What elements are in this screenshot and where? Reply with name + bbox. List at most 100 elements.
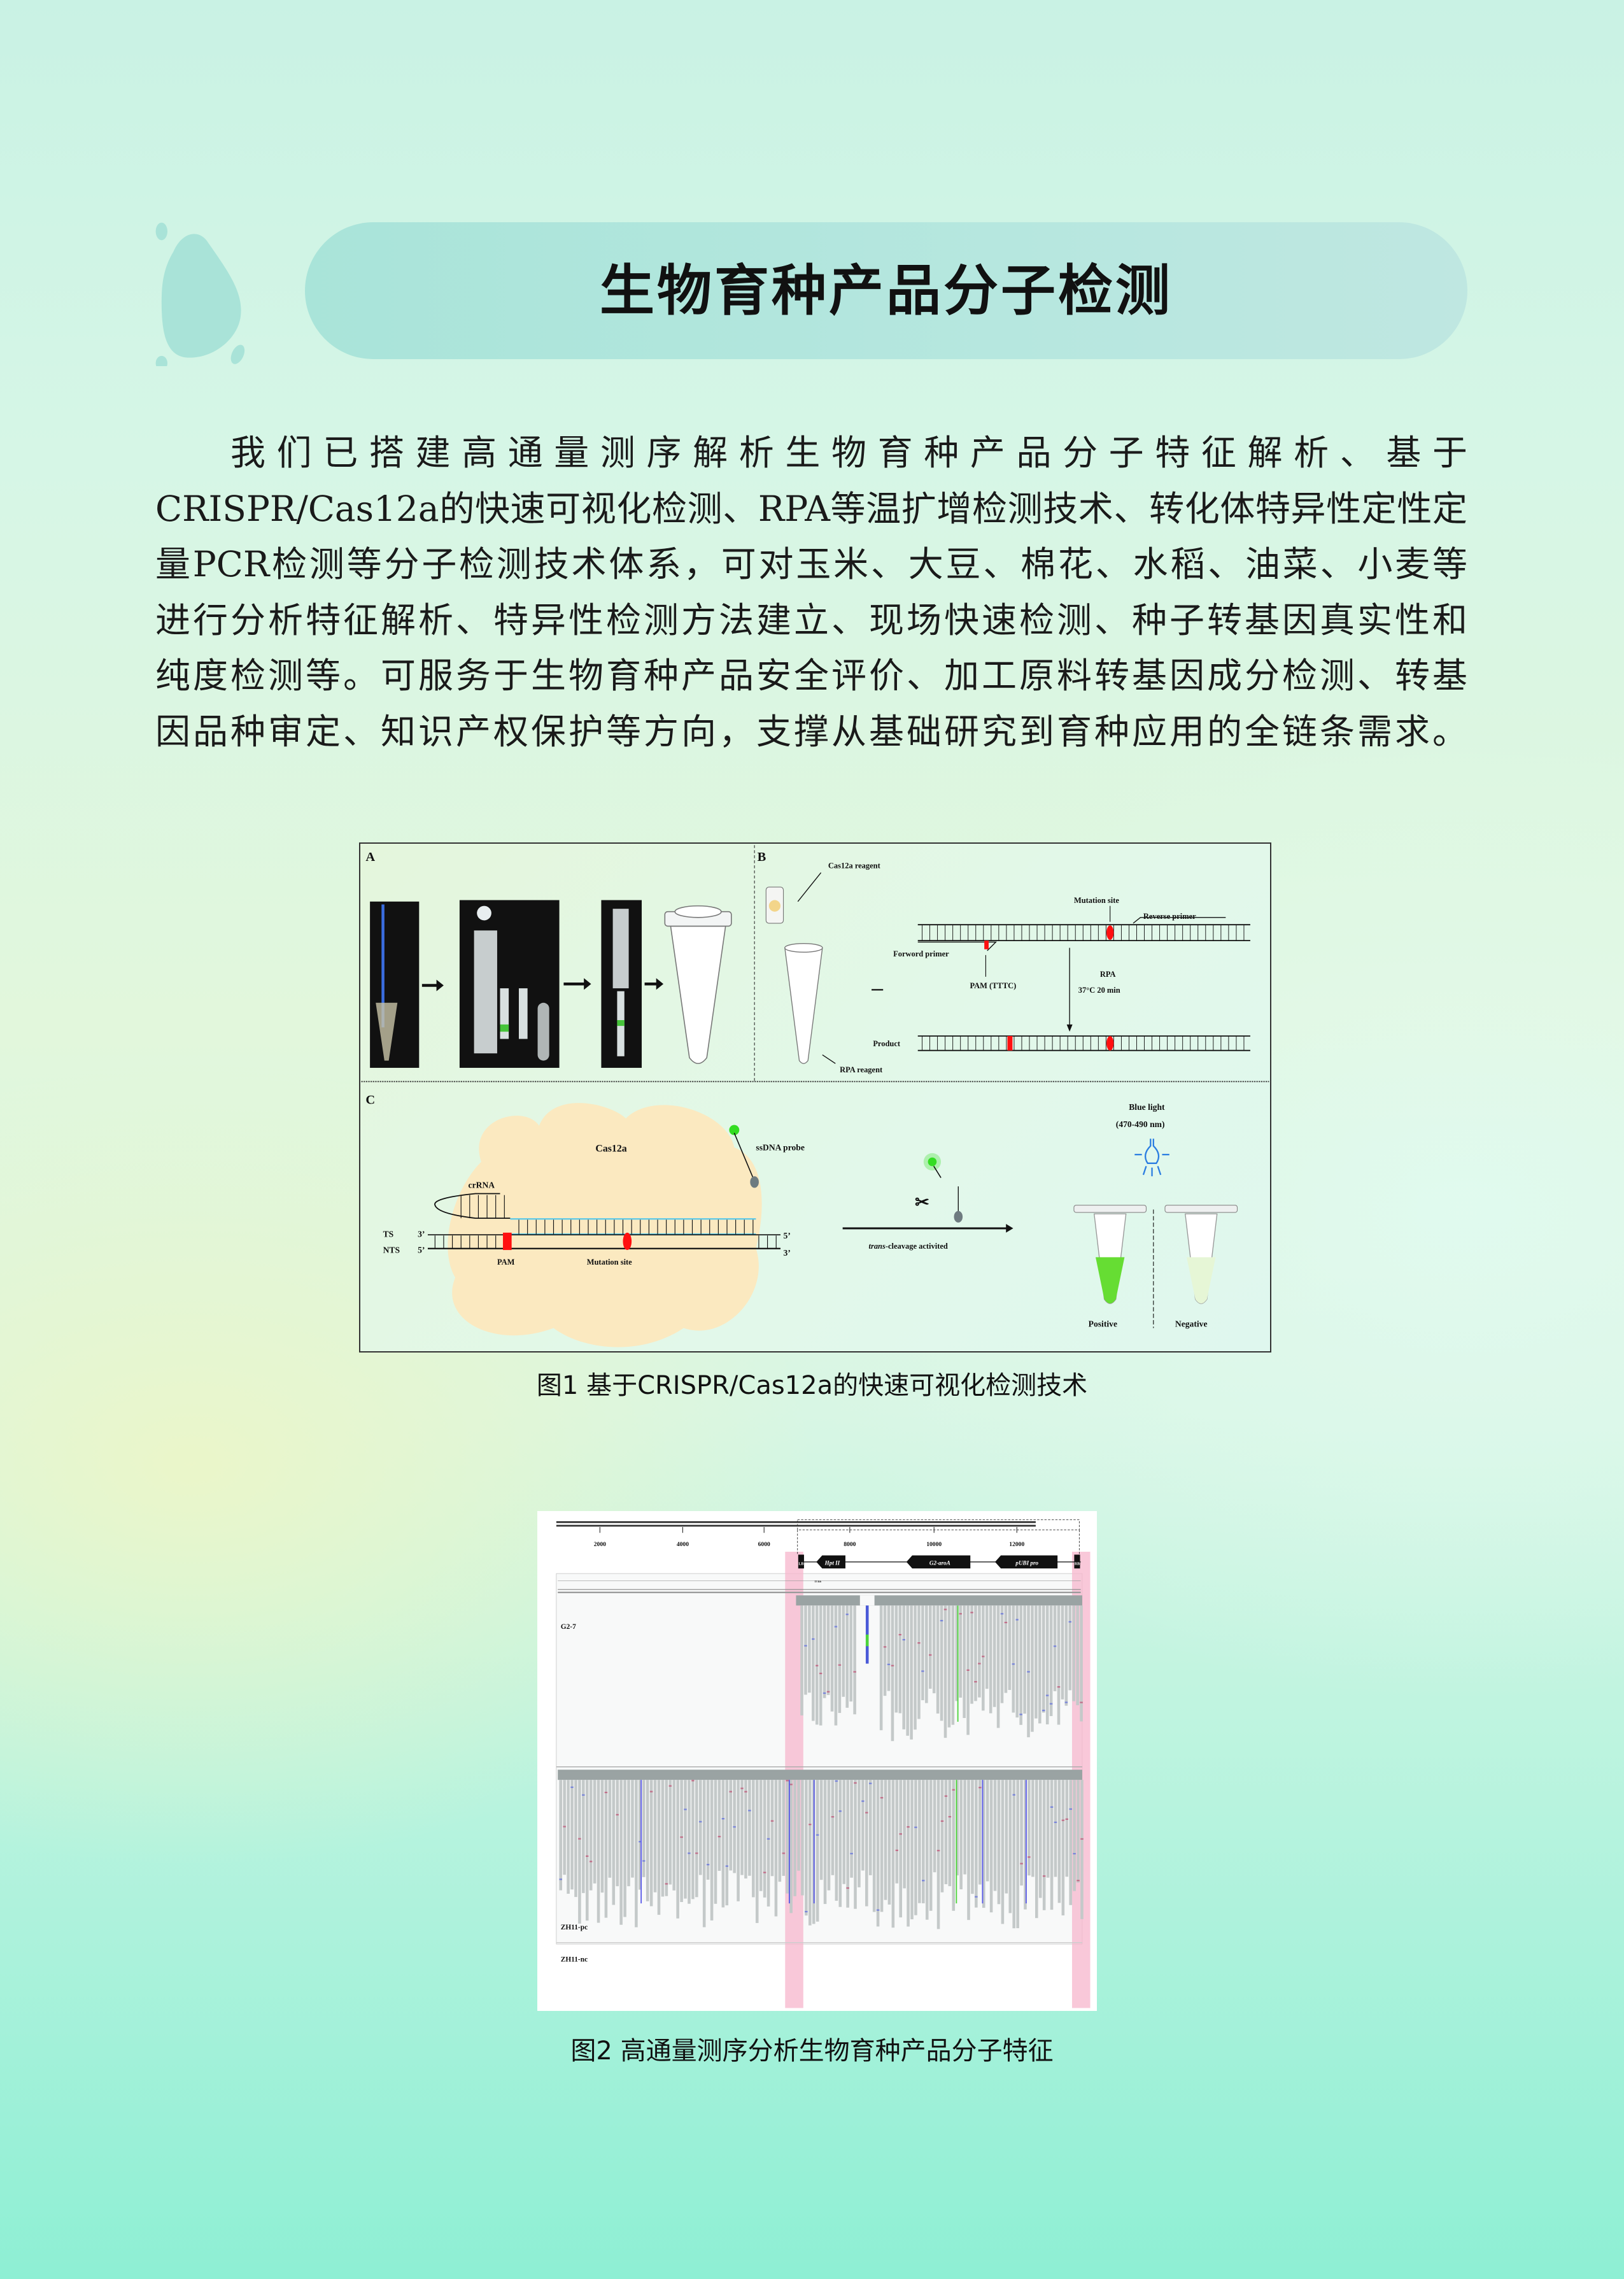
ruler-tick-label: 10000 — [926, 1541, 942, 1548]
read-column — [955, 1605, 959, 1701]
svg-text:5’: 5’ — [418, 1246, 425, 1255]
read-column — [1034, 1605, 1038, 1719]
read-column — [627, 1780, 630, 1887]
mismatch-mark — [1012, 1663, 1015, 1665]
read-column — [879, 1605, 883, 1731]
mutation-marker — [1106, 1035, 1114, 1051]
pam-label: PAM — [497, 1258, 515, 1267]
read-column — [936, 1605, 940, 1714]
track-label-zh11-pc: ZH11-pc — [561, 1924, 588, 1931]
read-column — [782, 1780, 786, 1876]
read-column — [948, 1780, 952, 1887]
read-column — [944, 1780, 948, 1884]
mismatch-mark — [1050, 1806, 1054, 1808]
mismatch-mark — [616, 1814, 619, 1816]
mismatch-mark — [812, 1638, 815, 1640]
read-column — [1027, 1780, 1031, 1876]
ruler-tick-label: 4000 — [677, 1541, 689, 1548]
read-column — [717, 1780, 721, 1871]
mismatch-mark — [1019, 1714, 1022, 1715]
rpa-tube-icon — [784, 947, 823, 1064]
mismatch-mark — [838, 1810, 842, 1812]
read-column — [906, 1605, 909, 1736]
read-column — [963, 1605, 966, 1718]
mismatch-mark — [819, 1672, 823, 1675]
panel-a: A — [365, 850, 732, 1068]
read-column — [1023, 1605, 1026, 1714]
read-column — [989, 1605, 992, 1714]
read-column — [1077, 1780, 1080, 1883]
read-column — [1031, 1605, 1034, 1732]
mismatch-mark — [865, 1812, 868, 1814]
svg-text:3’: 3’ — [418, 1230, 425, 1239]
read-column — [823, 1605, 826, 1698]
variant-column — [789, 1780, 790, 1904]
trans-cleavage-label: trans-cleavage activited — [869, 1242, 948, 1251]
mismatch-mark — [834, 1626, 838, 1628]
mismatch-mark — [786, 1780, 789, 1782]
read-column — [943, 1605, 947, 1738]
dna-template — [917, 924, 1250, 942]
mismatch-mark — [1065, 1818, 1069, 1820]
mismatch-mark — [978, 1663, 981, 1665]
read-column — [676, 1780, 679, 1919]
read-column — [570, 1780, 574, 1890]
positive-label: Positive — [1089, 1319, 1117, 1328]
mismatch-mark — [1045, 1694, 1049, 1696]
mismatch-mark — [854, 1782, 857, 1784]
read-column — [982, 1780, 985, 1908]
crrna-label: crRNA — [469, 1180, 495, 1189]
read-column — [1042, 1780, 1046, 1910]
read-column — [894, 1605, 898, 1713]
read-column — [910, 1605, 913, 1740]
read-column — [922, 1780, 925, 1903]
svg-text:G2-aroA: G2-aroA — [929, 1559, 950, 1566]
mismatch-mark — [887, 1663, 891, 1665]
variant-column — [640, 1780, 642, 1904]
cas12a-protein-shape — [448, 1103, 762, 1347]
mismatch-mark — [1053, 1645, 1057, 1647]
read-column — [616, 1780, 619, 1887]
mismatch-mark — [1080, 1701, 1083, 1703]
read-column — [786, 1780, 789, 1894]
paragraph-line: 因品种审定、知识产权保护等方向，支撑从基础研究到育种应用的全链条需求。 — [155, 711, 1467, 752]
read-column — [1031, 1780, 1034, 1877]
read-column — [831, 1780, 835, 1875]
read-column — [684, 1780, 687, 1899]
read-column — [1038, 1605, 1041, 1724]
read-column — [1050, 1780, 1054, 1910]
read-column — [725, 1780, 729, 1906]
read-column — [975, 1780, 978, 1908]
coverage-track — [796, 1595, 1082, 1606]
mismatch-mark — [725, 1865, 729, 1867]
mutation-site-label: Mutation site — [587, 1258, 632, 1267]
rpa-conditions-label: 37°C 20 min — [1078, 986, 1120, 995]
read-column — [759, 1780, 763, 1891]
read-column — [978, 1780, 982, 1885]
mismatch-mark — [665, 1883, 668, 1885]
read-column — [642, 1780, 646, 1877]
mismatch-mark — [770, 1820, 774, 1822]
mismatch-mark — [944, 1795, 948, 1797]
mismatch-mark — [698, 1821, 702, 1823]
mismatch-mark — [721, 1818, 725, 1820]
read-column — [567, 1780, 570, 1894]
read-column — [985, 1780, 989, 1882]
mismatch-mark — [1027, 1671, 1030, 1673]
mismatch-mark — [826, 1691, 830, 1693]
read-column — [714, 1780, 717, 1904]
read-column — [737, 1780, 740, 1901]
read-column — [748, 1780, 751, 1876]
dna-product — [917, 1035, 1250, 1051]
read-column — [763, 1780, 766, 1898]
mutation-marker — [1106, 925, 1114, 940]
read-column — [672, 1780, 676, 1891]
read-column — [604, 1780, 608, 1918]
variant-column — [956, 1780, 957, 1904]
read-column — [830, 1605, 834, 1712]
read-column — [816, 1780, 819, 1922]
intro-paragraph: 我们已搭建高通量测序解析生物育种产品分子特征解析、基于 CRISPR/Cas12… — [155, 425, 1467, 760]
read-column — [838, 1605, 842, 1714]
mismatch-mark — [823, 1692, 826, 1694]
